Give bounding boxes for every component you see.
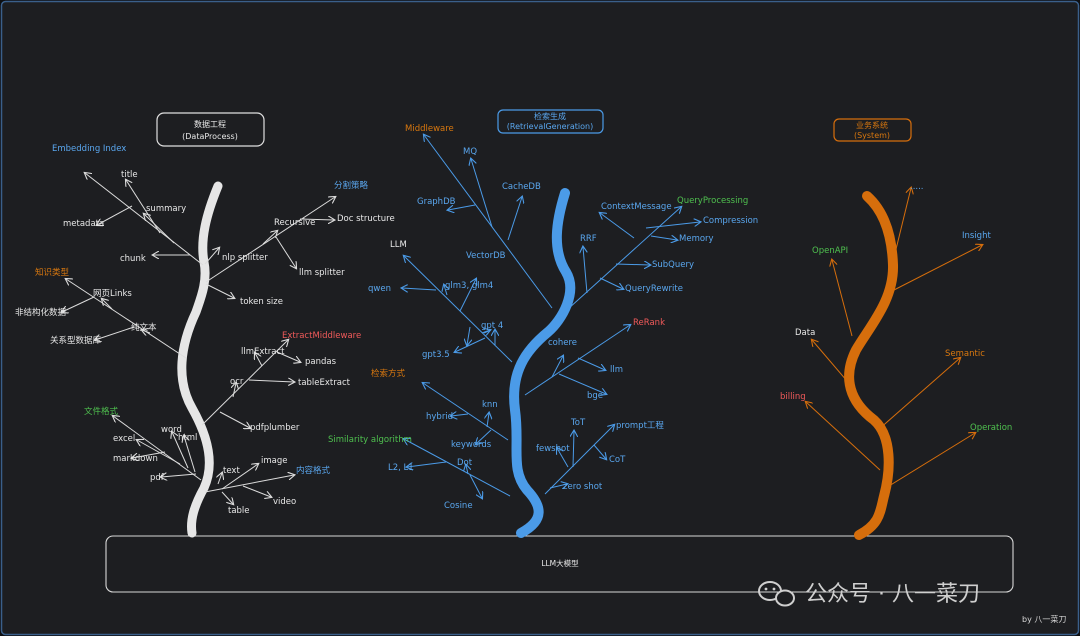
node-label-knn: knn [482,400,498,410]
node-label-query-processing: QueryProcessing [677,196,748,206]
node-label-operation: Operation [970,423,1012,433]
node-label-nlp-splitter: nlp splitter [222,253,268,263]
node-label-html: html [178,433,197,443]
node-label-image: image [261,456,287,466]
header-retrieval: 检索生成 (RetrievalGeneration) [497,109,604,134]
node-label-pdfplumber: pdfplumber [250,423,300,433]
node-label-similarity: Similarity algorithm [328,435,412,445]
node-label-cachedb: CacheDB [502,182,541,192]
node-label-middleware: Middleware [405,124,454,134]
node-label-qwen: qwen [368,284,391,294]
node-label-cosine: Cosine [444,501,473,511]
node-label-doc-structure: Doc structure [337,214,395,224]
node-label-table-extract: tableExtract [298,378,351,388]
tree-data-process [62,173,335,538]
node-label-ellipsis: ..... [910,182,924,192]
node-label-mq: MQ [463,147,477,157]
node-label-compression: Compression [703,216,758,226]
node-label-rrf: RRF [580,234,597,244]
node-label-billing: billing [780,392,806,402]
node-label-query-rewrite: QueryRewrite [625,284,683,294]
node-label-gpt35: gpt3.5 [422,350,450,360]
trunk-blue [509,188,576,538]
node-label-vectordb: VectorDB [466,251,506,261]
labels-layer: Embedding Index title summary metadata chunk… [15,124,1012,516]
node-label-split-strategy: 分割策略 [334,180,369,191]
node-label-title: title [121,170,138,180]
node-label-bge: bge [587,391,603,401]
node-label-semantic: Semantic [945,349,985,359]
tree-system [806,188,982,540]
node-label-knowledge-type: 知识类型 [35,267,70,278]
node-label-word: word [161,425,182,435]
base-label: LLM大模型 [541,558,579,568]
node-label-table: table [228,506,250,516]
header-data-process: 数据工程 (DataProcess) [156,112,265,147]
node-label-fewshot: fewshot [536,444,570,454]
header-system-line2: (System) [854,131,890,140]
node-label-web-links: 网页Links [93,289,132,299]
node-label-text: text [223,466,240,476]
node-label-summary: summary [146,204,186,214]
node-label-content-format: 内容格式 [296,465,331,476]
node-label-llm-splitter: llm splitter [299,268,345,278]
header-retrieval-line2: (RetrievalGeneration) [507,122,593,131]
node-label-retrieval-method: 检索方式 [371,368,406,379]
node-label-extract-middleware: ExtractMiddleware [282,331,361,341]
node-label-tot: ToT [570,418,586,428]
node-label-cohere: cohere [548,338,577,348]
node-label-relational-db: 关系型数据库 [50,335,102,346]
node-label-chunk: chunk [120,254,146,264]
node-label-pandas: pandas [305,357,337,367]
node-label-video: video [273,497,296,507]
node-label-metadata: metadata [63,219,104,229]
node-label-embedding-index: Embedding Index [52,144,126,154]
node-label-prompt-eng: prompt工程 [616,421,664,431]
node-label-cot: CoT [609,455,626,465]
header-system-line1: 业务系统 [856,120,888,130]
node-label-markdown: markdown [113,454,158,464]
watermark-text: 公众号 · 八一菜刀 [805,582,980,607]
node-label-glm: glm3, glm4 [445,281,493,291]
node-label-memory: Memory [679,234,714,244]
header-data-line1: 数据工程 [194,119,226,129]
watermark-byline: by 八一菜刀 [1022,614,1066,624]
node-label-context-message: ContextMessage [601,202,672,212]
node-label-zeroshot: zero shot [563,482,603,492]
node-label-unstructured: 非结构化数据 [15,307,67,318]
node-label-dot: Dot [457,458,473,468]
node-label-keywords: keywords [451,440,492,450]
node-label-rerank: ReRank [633,318,665,328]
node-label-bge-reranker: llm [610,365,623,375]
watermark: 公众号 · 八一菜刀 by 八一菜刀 [758,581,1066,624]
tree-retrieval [402,135,700,538]
node-label-l2l1: L2, L1 [388,463,414,473]
node-label-pdf: pdf [150,473,165,483]
node-label-insight: Insight [962,231,991,241]
node-label-excel: excel [113,434,135,444]
trunk-white [177,181,223,538]
node-label-graphdb: GraphDB [417,197,456,207]
node-label-recursive: Recursive [274,218,315,228]
header-data-line2: (DataProcess) [182,132,238,141]
node-label-token-size: token size [240,297,283,307]
node-label-gpt4: gpt 4 [481,321,503,331]
node-label-subquery: SubQuery [652,260,694,270]
node-label-llm-extract: llmExtract [241,347,285,357]
base-llm-box: LLM大模型 [105,535,1014,593]
node-label-hybrid: hybrid [426,412,453,422]
node-label-openapi: OpenAPI [812,246,848,256]
node-label-data: Data [795,328,815,338]
header-retrieval-line1: 检索生成 [534,111,566,121]
wechat-icon [758,581,795,607]
node-label-file-format: 文件格式 [84,406,119,417]
node-label-ocr: ocr [230,377,244,387]
node-label-plain-text: 纯文本 [131,322,157,333]
header-system: 业务系统 (System) [833,118,912,142]
node-label-llm: LLM [390,240,407,250]
